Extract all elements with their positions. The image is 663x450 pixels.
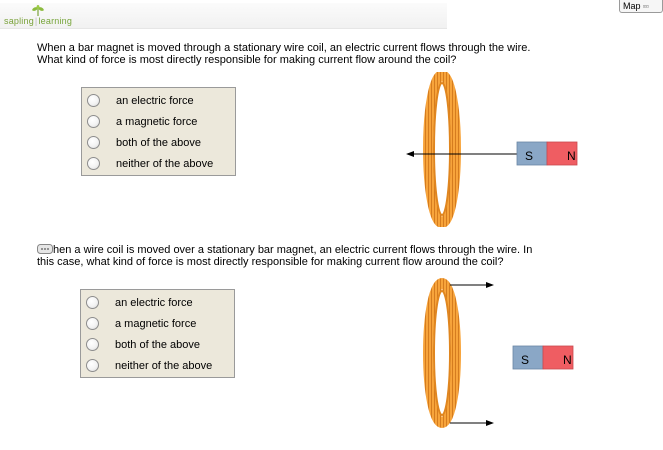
q2-option-both[interactable]: both of the above <box>81 335 234 355</box>
brand-name: sapling|learning <box>4 16 73 26</box>
q1-option-neither[interactable]: neither of the above <box>82 154 235 174</box>
bar-magnet: S N <box>516 141 578 166</box>
q2-option-neither[interactable]: neither of the above <box>81 356 234 376</box>
wire-coil <box>423 278 461 428</box>
radio-button[interactable] <box>86 296 99 309</box>
question-1-options: an electric force a magnetic force both … <box>81 87 236 176</box>
question-2-options: an electric force a magnetic force both … <box>80 289 235 378</box>
arrow-head-bottom <box>486 420 494 426</box>
option-label: a magnetic force <box>116 116 198 128</box>
magnet-south-label: S <box>521 353 529 367</box>
grid-icon: ▫▫▫ <box>642 2 649 11</box>
sapling-learning-logo[interactable]: sapling|learning <box>4 5 84 29</box>
map-button[interactable]: Map▫▫▫ <box>619 0 663 13</box>
q1-option-electric-force[interactable]: an electric force <box>82 91 235 111</box>
radio-button[interactable] <box>87 115 100 128</box>
radio-button[interactable] <box>86 317 99 330</box>
option-label: both of the above <box>115 339 201 351</box>
q1-option-both[interactable]: both of the above <box>82 133 235 153</box>
option-label: neither of the above <box>116 158 214 170</box>
radio-button[interactable] <box>87 136 100 149</box>
sprout-icon <box>32 5 44 16</box>
radio-button[interactable] <box>86 338 99 351</box>
option-label: an electric force <box>116 95 194 107</box>
option-label: a magnetic force <box>115 318 197 330</box>
question-2-text: hen a wire coil is moved over a stationa… <box>37 244 533 268</box>
q1-option-magnetic-force[interactable]: a magnetic force <box>82 112 235 132</box>
radio-button[interactable] <box>87 157 100 170</box>
header-bar: sapling|learning <box>0 3 447 29</box>
magnet-north-label: N <box>567 149 576 163</box>
q2-option-magnetic-force[interactable]: a magnetic force <box>81 314 234 334</box>
q1-figure: S N <box>406 72 578 227</box>
magnet-north-pole <box>542 345 574 370</box>
radio-button[interactable] <box>87 94 100 107</box>
bar-magnet: S N <box>512 345 574 370</box>
map-label: Map <box>623 1 641 11</box>
option-label: neither of the above <box>115 360 213 372</box>
arrow-head <box>406 151 414 157</box>
comment-icon[interactable] <box>37 244 53 256</box>
option-label: an electric force <box>115 297 193 309</box>
arrow-head-top <box>486 282 494 288</box>
question-1-text: When a bar magnet is moved through a sta… <box>37 42 531 66</box>
q2-figure: S N <box>423 278 574 428</box>
radio-button[interactable] <box>86 359 99 372</box>
magnet-north-label: N <box>563 353 572 367</box>
option-label: both of the above <box>116 137 202 149</box>
magnet-south-label: S <box>525 149 533 163</box>
q2-option-electric-force[interactable]: an electric force <box>81 293 234 313</box>
wire-coil <box>423 72 461 227</box>
magnet-north-pole <box>546 141 578 166</box>
